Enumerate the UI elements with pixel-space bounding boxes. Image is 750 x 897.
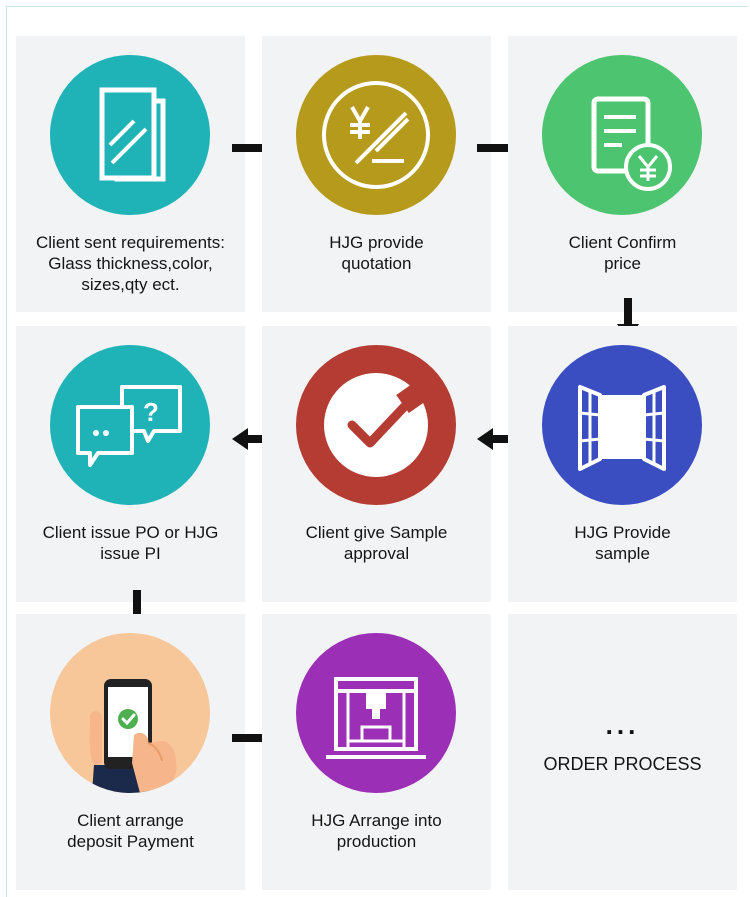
step-card-3: Client Confirm price — [508, 36, 737, 312]
order-process-title: ORDER PROCESS — [543, 754, 702, 774]
svg-text:?: ? — [143, 397, 159, 427]
final-card: ... ORDER PROCESS — [508, 614, 737, 890]
chat-question-icon: ? — [50, 345, 210, 505]
yen-quotation-icon — [296, 55, 456, 215]
checkmark-approval-icon — [296, 345, 456, 505]
production-machine-icon — [296, 633, 456, 793]
ellipsis-dots: ... — [605, 710, 640, 740]
step-label-6: Client issue PO or HJG issue PI — [42, 523, 219, 563]
step-card-8: HJG Arrange into production — [262, 614, 491, 890]
step-card-2: HJG provide quotation — [262, 36, 491, 312]
step-label-3: Client Confirm price — [568, 233, 677, 273]
arrow-left-icon — [477, 428, 525, 450]
step-card-7: Client arrange deposit Payment — [16, 614, 245, 890]
step-label-2: HJG provide quotation — [329, 233, 424, 273]
step-card-5: Client give Sample approval — [262, 326, 491, 602]
step-label-5: Client give Sample approval — [305, 523, 448, 563]
step-label-8: HJG Arrange into production — [311, 811, 442, 851]
step-card-1: Client sent requirements: Glass thicknes… — [16, 36, 245, 312]
step-label-4: HJG Provide sample — [574, 523, 671, 563]
arrow-left-icon — [232, 428, 280, 450]
step-card-6: ? Client issue PO or HJG issue PI — [16, 326, 245, 602]
diagram-frame — [6, 6, 748, 897]
phone-payment-icon — [50, 633, 210, 793]
window-sample-icon — [542, 345, 702, 505]
step-label-7: Client arrange deposit Payment — [67, 811, 194, 851]
step-label-1: Client sent requirements: Glass thicknes… — [36, 233, 225, 294]
glass-panel-icon — [50, 55, 210, 215]
price-document-icon — [542, 55, 702, 215]
step-card-4: HJG Provide sample — [508, 326, 737, 602]
